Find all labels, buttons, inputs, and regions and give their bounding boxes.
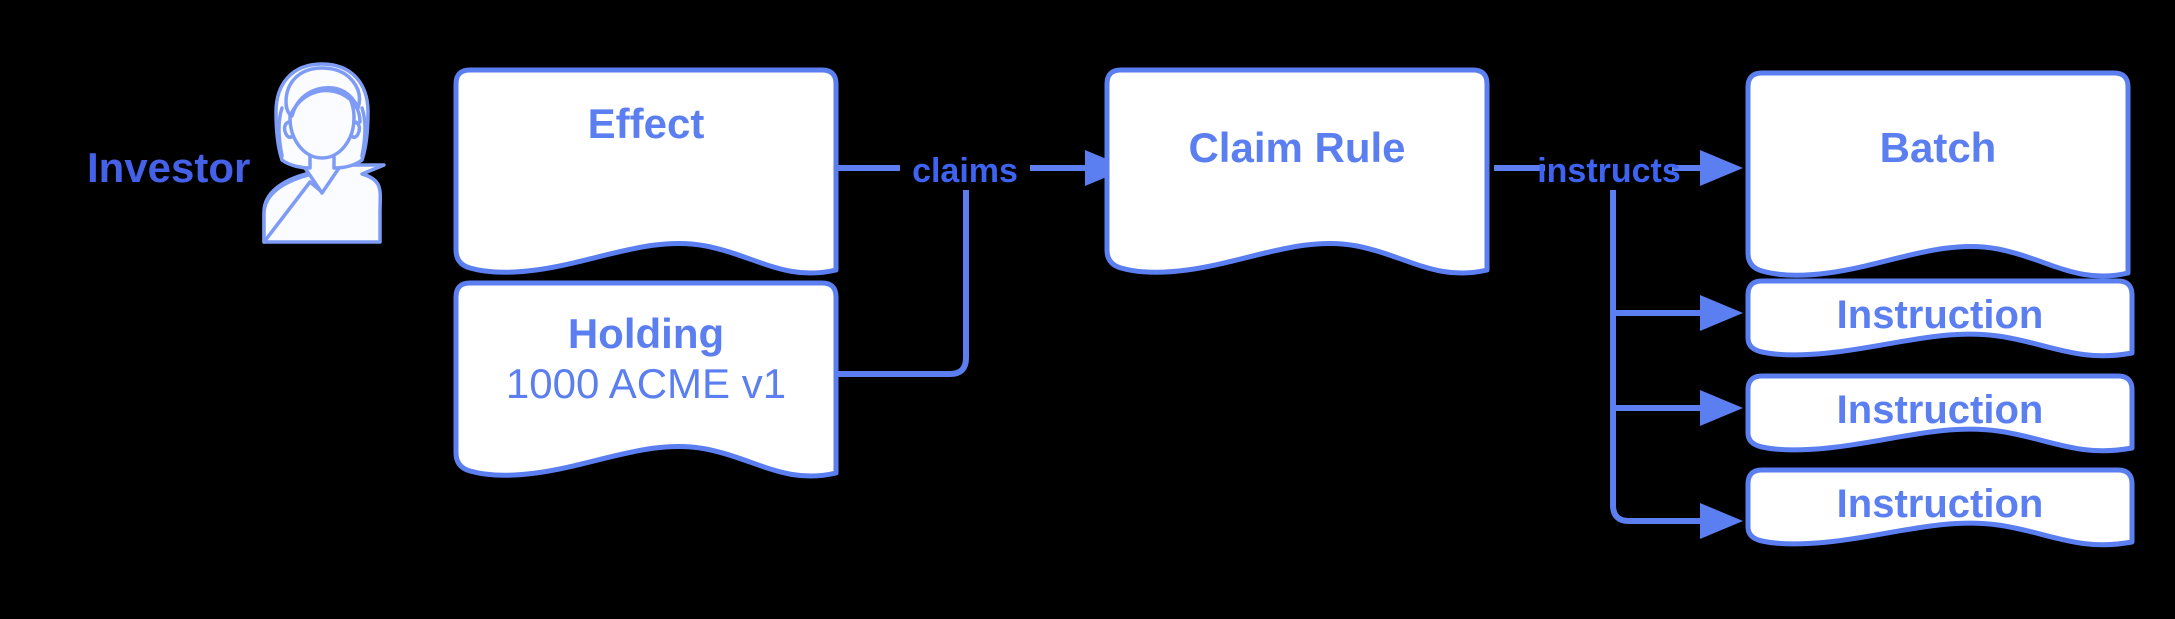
edge-branch-3-arrowhead [1700, 503, 1743, 539]
edge-instructs [1494, 150, 1743, 186]
actor-investor-label: Investor [87, 144, 250, 191]
edge-label-claims: claims [912, 152, 1018, 190]
node-holding-subtitle: 1000 ACME v1 [506, 360, 786, 407]
node-claim-rule-shape [1107, 70, 1487, 273]
edge-holding-to-claim-rule [836, 190, 969, 377]
edge-branch-2-arrowhead [1700, 390, 1743, 426]
node-instruction-3-title: Instruction [1837, 482, 2044, 526]
node-instruction-1[interactable]: Instruction [1748, 281, 2132, 356]
edge-label-instructs: instructs [1537, 152, 1681, 190]
node-effect[interactable]: Effect [456, 70, 836, 273]
node-instruction-1-title: Instruction [1837, 293, 2044, 337]
node-instruction-3[interactable]: Instruction [1748, 470, 2132, 545]
node-holding-title: Holding [568, 310, 724, 357]
node-claim-rule-title: Claim Rule [1188, 124, 1405, 171]
edge-branch-1-arrowhead [1700, 295, 1743, 331]
node-batch-shape [1748, 73, 2128, 276]
node-instruction-2-title: Instruction [1837, 388, 2044, 432]
edge-instructs-branches [1610, 190, 1743, 539]
node-effect-title: Effect [588, 100, 705, 147]
node-holding[interactable]: Holding 1000 ACME v1 [456, 283, 836, 476]
edge-branch-trunk [1610, 190, 1700, 524]
node-instruction-2[interactable]: Instruction [1748, 376, 2132, 451]
person-avatar-icon [262, 62, 386, 244]
edge-instructs-arrowhead [1700, 150, 1743, 186]
node-batch[interactable]: Batch [1748, 73, 2128, 276]
edge-holding-line [836, 190, 969, 377]
node-claim-rule[interactable]: Claim Rule [1107, 70, 1487, 273]
node-batch-title: Batch [1880, 124, 1997, 171]
actor-investor[interactable]: Investor [87, 62, 386, 244]
